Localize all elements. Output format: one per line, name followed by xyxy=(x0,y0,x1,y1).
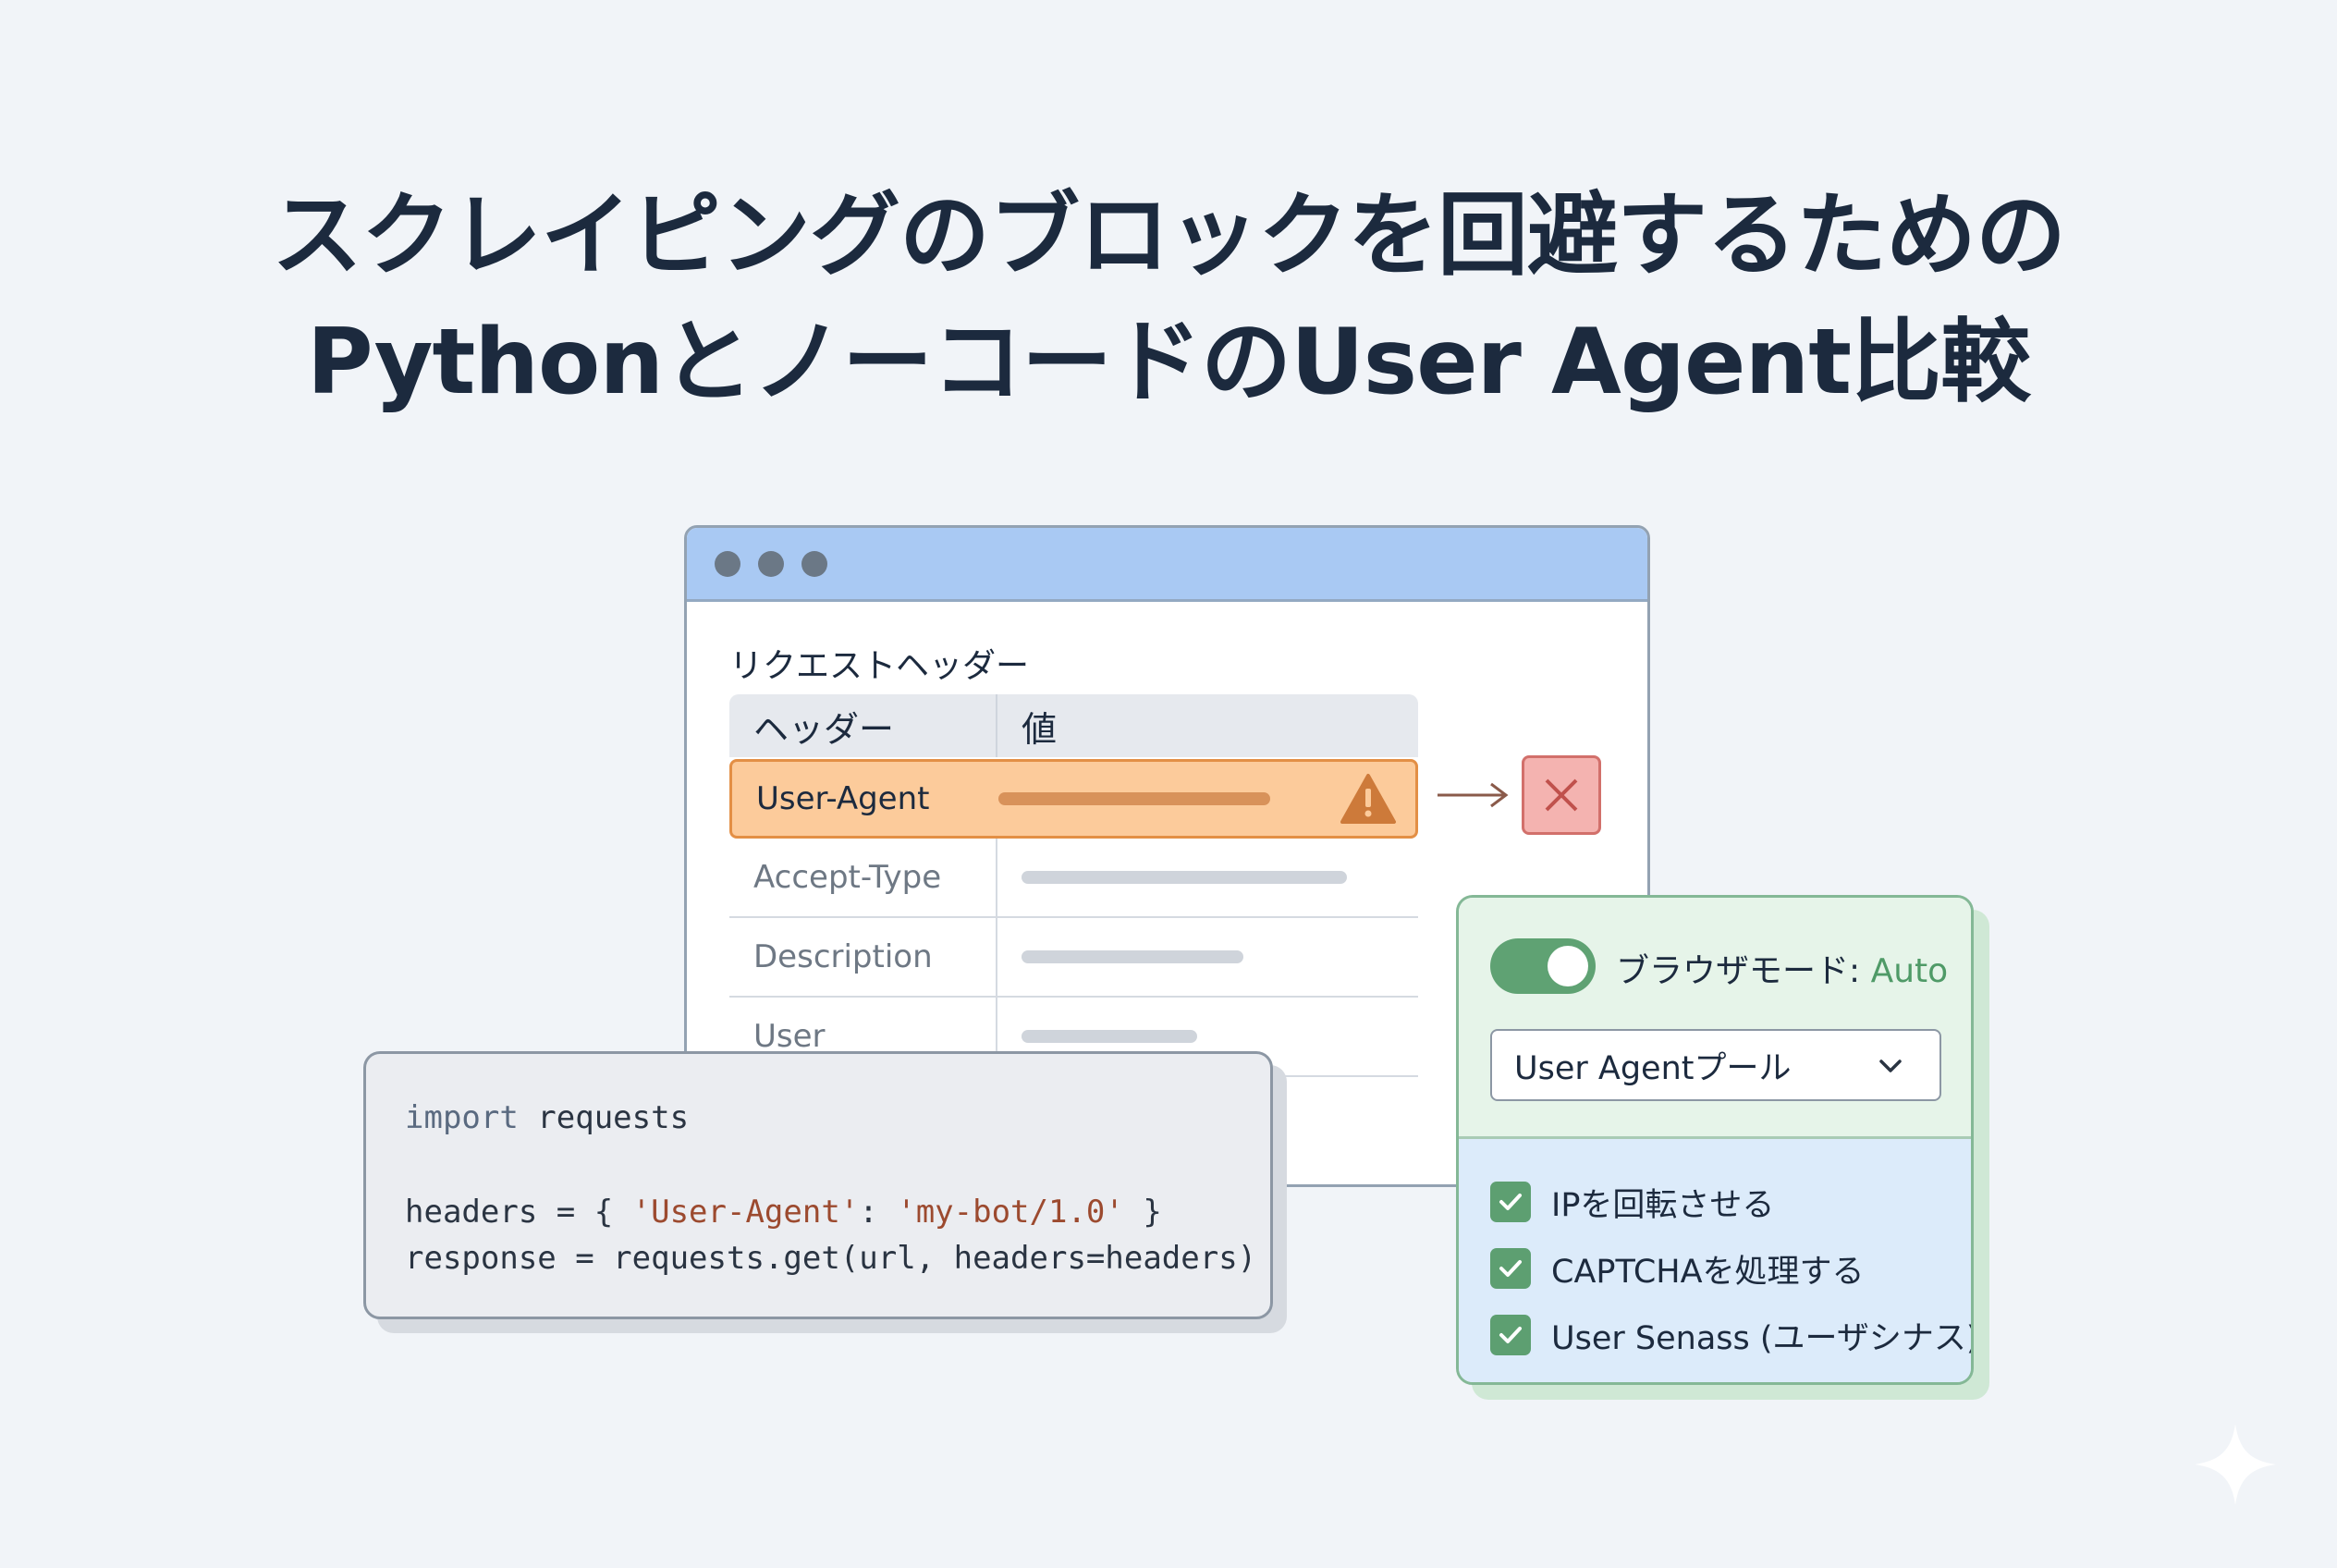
checkbox[interactable] xyxy=(1490,1248,1531,1289)
settings-panel: ブラウザモード: Auto User Agentプール IPを回転させる CAP… xyxy=(1456,895,1974,1385)
code-panel: import requests headers = { 'User-Agent'… xyxy=(363,1051,1273,1319)
value-placeholder-bar xyxy=(1022,871,1347,884)
table-row-user-agent[interactable]: User-Agent xyxy=(729,759,1418,839)
checkbox[interactable] xyxy=(1490,1315,1531,1355)
table-row[interactable]: Accept-Type xyxy=(729,839,1418,918)
option-label: User Senass (ユーザシナス) xyxy=(1551,1319,1974,1357)
warning-icon xyxy=(1340,774,1396,824)
row-name: Accept-Type xyxy=(729,839,997,916)
toggle-knob xyxy=(1548,946,1588,986)
column-header-value: 値 xyxy=(1022,708,1058,750)
value-placeholder-bar xyxy=(1022,950,1243,963)
window-close-dot[interactable] xyxy=(715,550,740,577)
column-header-name: ヘッダー xyxy=(729,694,997,757)
value-placeholder-bar xyxy=(1022,1030,1197,1043)
row-name: Description xyxy=(729,918,997,996)
window-titlebar xyxy=(687,528,1647,602)
code-line-response: response = requests.get(url, headers=hea… xyxy=(405,1240,1257,1277)
option-handle-captcha[interactable]: CAPTCHAを処理する xyxy=(1459,1235,1971,1302)
browser-mode-value: Auto xyxy=(1870,952,1949,990)
browser-mode-label: ブラウザモード: Auto xyxy=(1616,952,1949,990)
page-title-line-1: スクレイピングのブロックを回避するための xyxy=(271,183,2066,288)
table-row[interactable]: Description xyxy=(729,918,1418,998)
code-line-headers: headers = { 'User-Agent': 'my-bot/1.0' } xyxy=(405,1194,1162,1231)
blocked-indicator xyxy=(1522,755,1601,835)
code-blank-line xyxy=(405,1141,1270,1189)
request-headers-label: リクエストヘッダー xyxy=(729,647,1030,685)
check-icon xyxy=(1499,1194,1522,1210)
window-minimize-dot[interactable] xyxy=(758,550,784,577)
option-user-senass[interactable]: User Senass (ユーザシナス) xyxy=(1459,1302,1971,1368)
check-icon xyxy=(1499,1260,1522,1277)
page-title-line-2: PythonとノーコードのUser Agent比較 xyxy=(306,310,2031,415)
row-name: User xyxy=(729,998,997,1075)
user-agent-pool-select[interactable]: User Agentプール xyxy=(1490,1029,1941,1101)
browser-mode-toggle[interactable] xyxy=(1490,938,1596,994)
window-maximize-dot[interactable] xyxy=(801,550,827,577)
table-header-row: ヘッダー 値 xyxy=(729,694,1418,757)
row-name: User-Agent xyxy=(756,780,930,817)
chevron-down-icon xyxy=(1879,1060,1902,1072)
code-line-import: import requests xyxy=(405,1099,690,1136)
value-placeholder-bar xyxy=(998,792,1270,805)
option-rotate-ip[interactable]: IPを回転させる xyxy=(1459,1169,1971,1235)
select-value: User Agentプール xyxy=(1514,1049,1792,1087)
headers-table: ヘッダー 値 User-Agent Accept-Type Descriptio… xyxy=(729,694,1418,1077)
checkbox[interactable] xyxy=(1490,1182,1531,1222)
sparkle-icon xyxy=(2195,1424,2276,1505)
close-icon xyxy=(1545,778,1578,812)
option-label: CAPTCHAを処理する xyxy=(1551,1253,1865,1291)
option-label: IPを回転させる xyxy=(1551,1186,1775,1224)
check-icon xyxy=(1499,1327,1522,1343)
arrow-right-icon xyxy=(1438,782,1509,808)
